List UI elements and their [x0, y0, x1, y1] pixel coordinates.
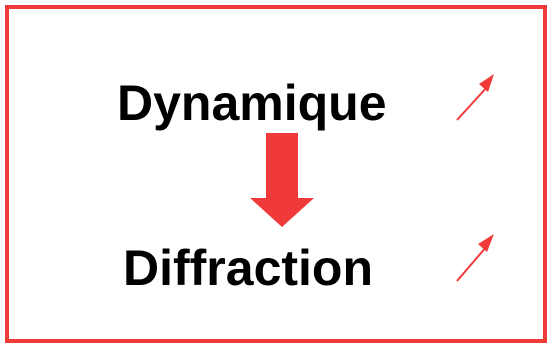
dynamique-label: Dynamique	[117, 75, 387, 131]
diffraction-label: Diffraction	[123, 240, 373, 296]
